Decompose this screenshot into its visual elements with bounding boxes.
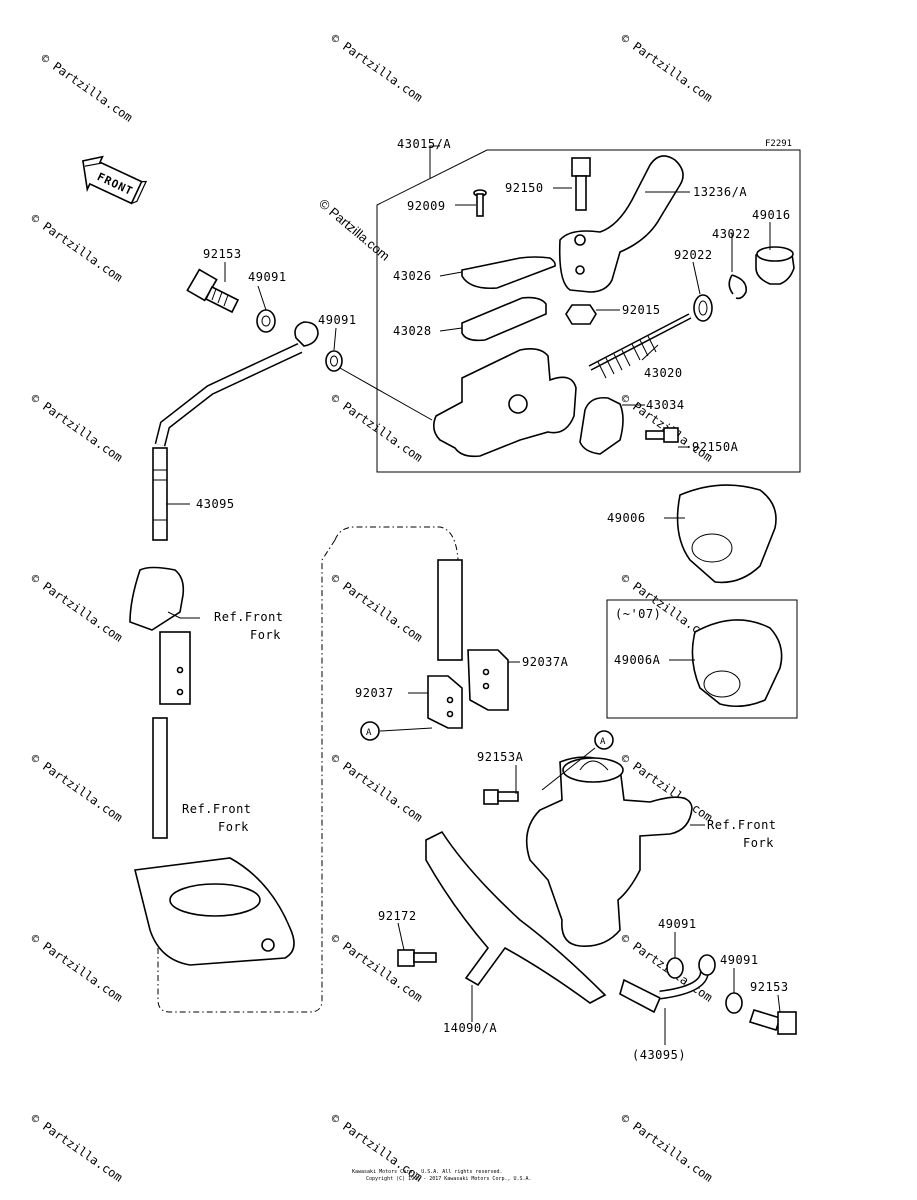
watermark: © Partzilla.com <box>38 51 135 125</box>
assembly-box <box>376 149 801 473</box>
reservoir-cap <box>461 256 556 290</box>
part-label-43022: 43022 <box>712 227 751 241</box>
part-label-92153A: 92153A <box>477 750 524 764</box>
footer-copyright-1: Kawasaki Motors Corp., U.S.A. All rights… <box>352 1169 503 1175</box>
svg-text:A: A <box>600 737 606 747</box>
watermark: © Partzilla.com <box>618 31 715 105</box>
leader-lines <box>166 145 781 1045</box>
watermark: © Partzilla.com <box>28 211 125 285</box>
brake-hose-center <box>437 559 463 661</box>
callout-marker-a: A <box>360 721 380 741</box>
front-arrow-icon: FRONT <box>82 155 148 205</box>
part-label-49091-top: 49091 <box>248 270 287 284</box>
part-label-92150: 92150 <box>505 181 544 195</box>
inset-label: (~'07) <box>615 607 661 621</box>
inset-box <box>606 599 798 719</box>
banjo-bolt-bottom <box>748 1009 797 1035</box>
hose-guide-left <box>129 566 185 631</box>
hose-routing-outline <box>157 526 459 1013</box>
washer-92022 <box>693 294 713 322</box>
caliper-bolt-92153A <box>483 789 519 805</box>
part-label-92015: 92015 <box>622 303 661 317</box>
pivot-nut <box>565 304 597 325</box>
washer-49091-b2 <box>725 992 743 1014</box>
part-label-92153-bottom: 92153 <box>750 980 789 994</box>
part-label-92172: 92172 <box>378 909 417 923</box>
lever-pivot <box>574 234 586 246</box>
watermark: © Partzilla.com <box>28 751 125 825</box>
hose-guide-bracket <box>159 631 191 705</box>
part-label-43028: 43028 <box>393 324 432 338</box>
ref-front-fork-left-l2: Fork <box>250 628 281 642</box>
piston-kit <box>588 313 692 379</box>
part-label-92009: 92009 <box>407 199 446 213</box>
part-label-43095-bottom: (43095) <box>632 1048 686 1062</box>
watermark: © Partzilla.com <box>618 1111 715 1185</box>
brake-caliper <box>525 756 693 947</box>
watermark: © Partzilla.com <box>328 571 425 645</box>
brake-lever <box>558 155 684 293</box>
watermark-main: © Partzilla.com <box>316 196 393 264</box>
footer-copyright-2: Copyright (C) 1995 - 2017 Kawasaki Motor… <box>366 1176 532 1182</box>
part-label-43026: 43026 <box>393 269 432 283</box>
part-label-49006A: 49006A <box>614 653 661 667</box>
banjo-bolt-top <box>186 268 240 314</box>
washer-49091-mid <box>325 350 343 372</box>
part-label-43015A: 43015/A <box>397 137 451 151</box>
watermark: © Partzilla.com <box>28 1111 125 1185</box>
brake-hose <box>152 321 319 541</box>
figure-code: F2291 <box>765 139 792 149</box>
cap-screw <box>473 189 487 217</box>
diaphragm <box>461 296 547 342</box>
caliper-bracket <box>425 830 607 1004</box>
hose-guide-49006A <box>691 619 783 708</box>
part-label-92022: 92022 <box>674 248 713 262</box>
master-cylinder-body <box>432 348 577 458</box>
ref-front-fork-right-l2: Fork <box>743 836 774 850</box>
cylinder-port <box>508 394 528 414</box>
ref-front-fork-left-l1: Ref.Front <box>214 610 284 624</box>
clamp-bolt <box>645 427 679 443</box>
watermark: © Partzilla.com <box>28 931 125 1005</box>
part-label-13236A: 13236/A <box>693 185 747 199</box>
part-label-43095: 43095 <box>196 497 235 511</box>
part-label-92037: 92037 <box>355 686 394 700</box>
watermark: © Partzilla.com <box>28 571 125 645</box>
watermark: © Partzilla.com <box>328 931 425 1005</box>
circlip <box>728 274 748 300</box>
callout-marker-a: A <box>594 730 614 750</box>
washer-49091-top <box>256 309 276 333</box>
hose-clip-92037A <box>467 649 509 711</box>
brake-hose-lower <box>152 717 168 839</box>
hose-clip-92037 <box>427 675 463 729</box>
svg-text:A: A <box>366 728 372 738</box>
watermark: © Partzilla.com <box>328 751 425 825</box>
part-label-92150A: 92150A <box>692 440 739 454</box>
part-label-49006: 49006 <box>607 511 646 525</box>
pivot-bolt <box>571 157 591 211</box>
clamp <box>579 396 624 455</box>
part-label-49016: 49016 <box>752 208 791 222</box>
bracket-bolt-92172 <box>397 949 437 967</box>
watermark: © Partzilla.com <box>328 31 425 105</box>
part-label-49091-b2: 49091 <box>720 953 759 967</box>
part-label-92153-top: 92153 <box>203 247 242 261</box>
washer-49091-b1 <box>666 957 684 979</box>
part-label-43034: 43034 <box>646 398 685 412</box>
ref-front-fork-right-l1: Ref.Front <box>707 818 777 832</box>
lever-hole <box>575 265 585 275</box>
part-label-92037A: 92037A <box>522 655 569 669</box>
part-label-49091-b1: 49091 <box>658 917 697 931</box>
part-label-43020: 43020 <box>644 366 683 380</box>
ref-front-fork-lower-l1: Ref.Front <box>182 802 252 816</box>
part-label-14090A: 14090/A <box>443 1021 497 1035</box>
ref-front-fork-lower-l2: Fork <box>218 820 249 834</box>
part-label-49091-mid: 49091 <box>318 313 357 327</box>
hose-guide-49006 <box>676 484 777 584</box>
hose-fitting-bottom <box>619 954 716 1014</box>
watermark: © Partzilla.com <box>28 391 125 465</box>
